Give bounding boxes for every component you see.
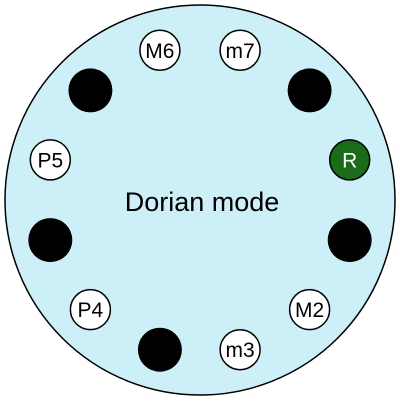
interval-note-circle — [219, 328, 261, 371]
note-label: P4 — [78, 299, 104, 322]
note-m6: M6 — [139, 29, 181, 72]
note-label: R — [342, 149, 357, 172]
interval-note-circle — [139, 29, 181, 72]
note-m3: m3 — [219, 328, 261, 371]
interval-note-circle — [69, 288, 112, 331]
interval-note-circle — [219, 29, 261, 72]
note-r: R — [328, 139, 371, 181]
note-label: m7 — [226, 40, 255, 63]
note-m2: M2 — [288, 288, 331, 331]
note-absent-11 — [287, 68, 332, 113]
note-label: M6 — [145, 40, 174, 63]
note-p4: P4 — [69, 288, 112, 331]
note-absent-4 — [137, 327, 182, 372]
interval-note-circle — [288, 288, 331, 331]
note-label: M2 — [295, 299, 324, 322]
note-label: P5 — [37, 149, 63, 172]
note-ring: R M2 m3 P4 P5 M6 m7 — [28, 29, 372, 372]
absent-note-dot — [327, 218, 372, 263]
absent-note-dot — [137, 327, 182, 372]
note-absent-6 — [28, 218, 73, 263]
diagram-title: Dorian mode — [125, 187, 280, 217]
absent-note-dot — [28, 218, 73, 263]
note-label: m3 — [226, 339, 255, 362]
interval-note-circle — [29, 139, 72, 181]
note-absent-8 — [68, 68, 113, 113]
absent-note-dot — [68, 68, 113, 113]
absent-note-dot — [287, 68, 332, 113]
root-note-circle — [328, 139, 371, 181]
note-m7: m7 — [219, 29, 261, 72]
note-absent-1 — [327, 218, 372, 263]
note-p5: P5 — [29, 139, 72, 181]
